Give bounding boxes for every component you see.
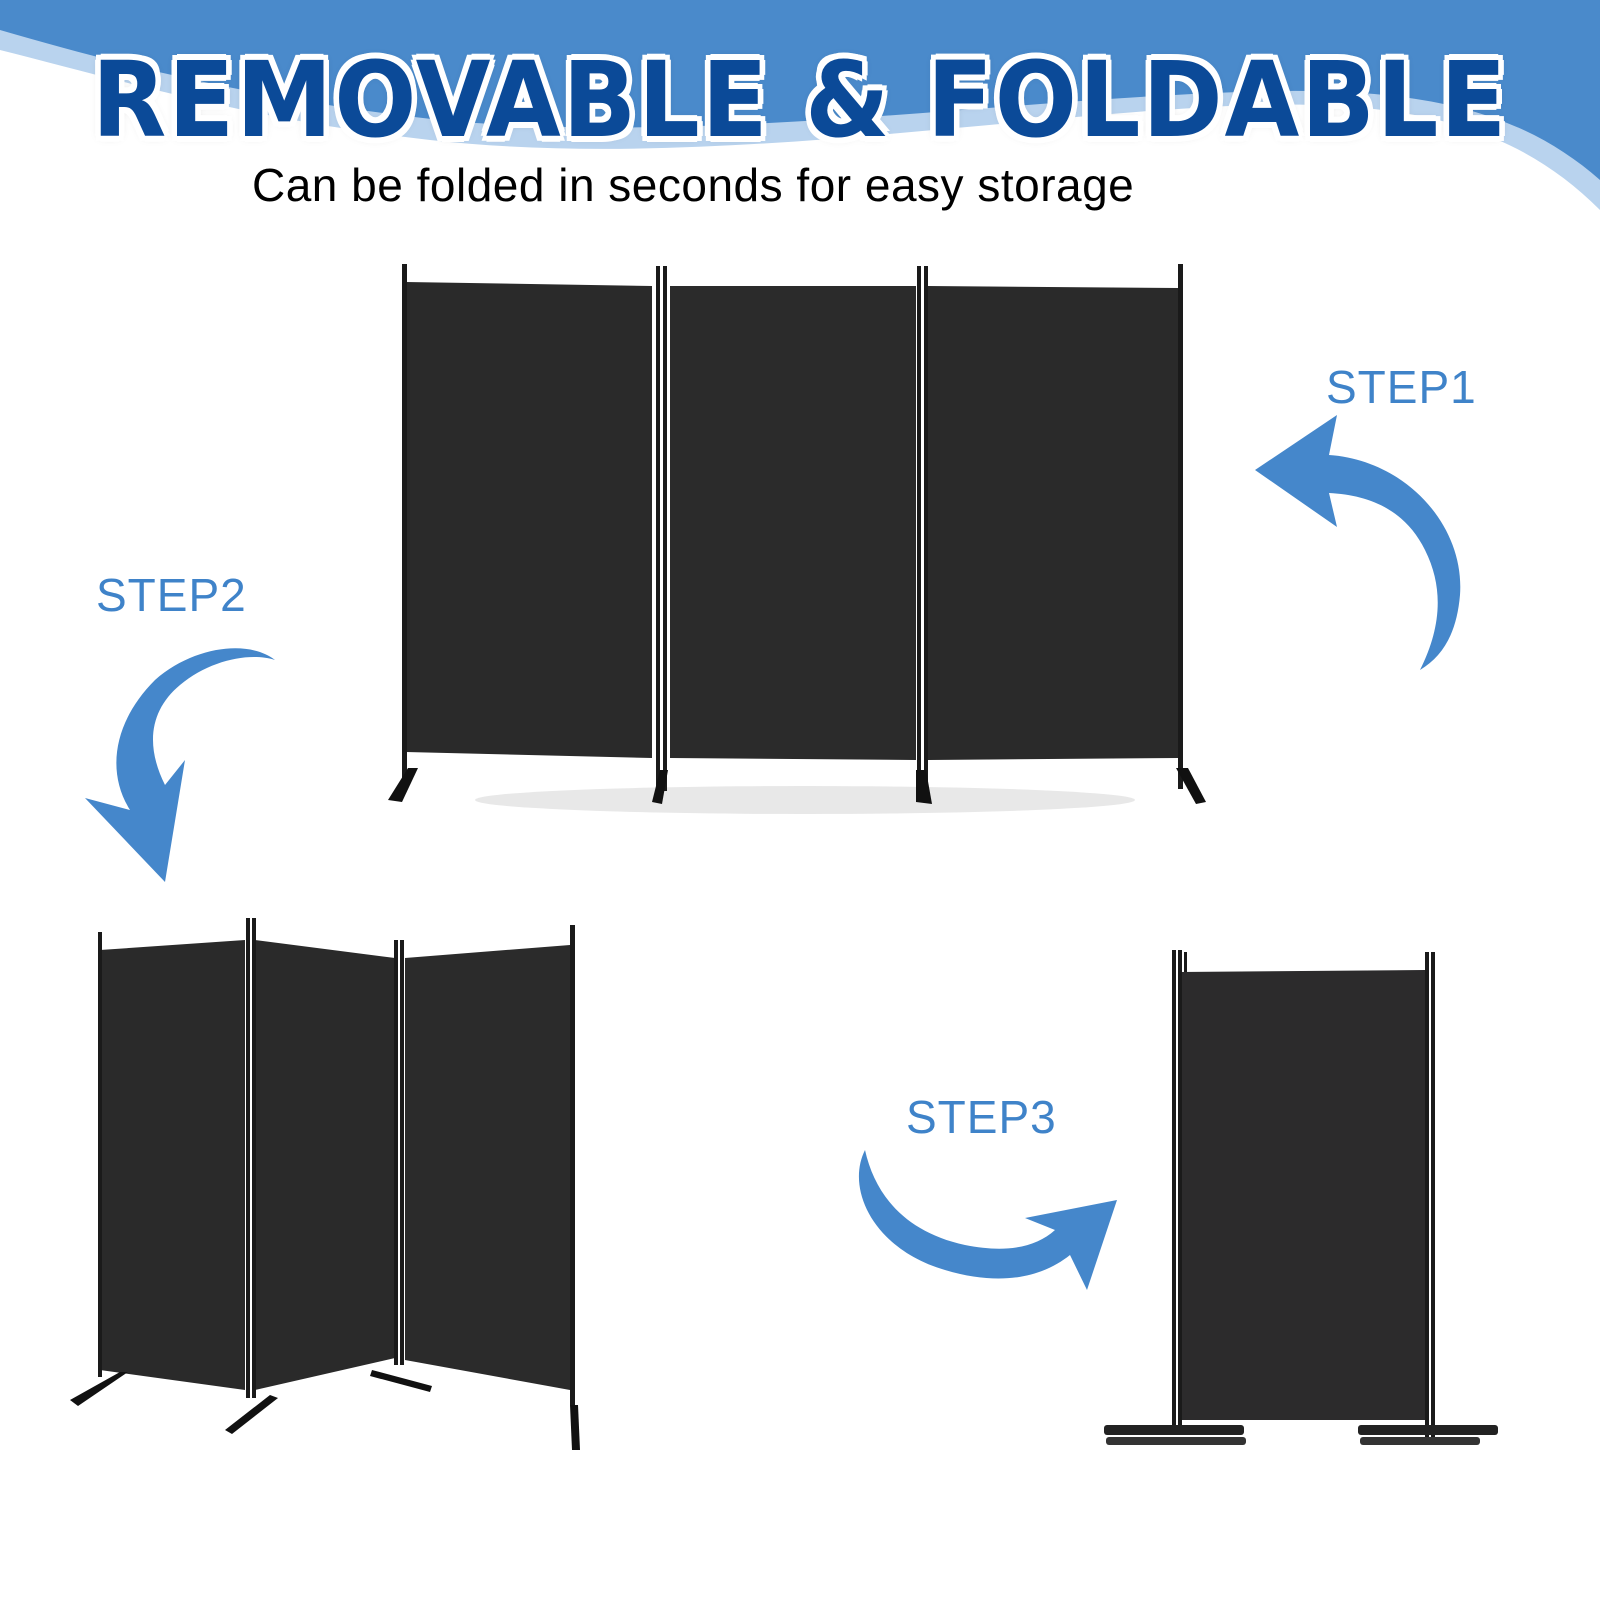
page-subtitle: Can be folded in seconds for easy storag… — [252, 159, 1135, 211]
curved-arrow-left-icon — [1255, 415, 1461, 670]
curved-arrow-right-icon — [858, 1150, 1117, 1290]
divider-unfolded-image — [388, 264, 1206, 814]
curved-arrow-down-icon — [85, 648, 275, 882]
divider-fully-folded-image — [1104, 950, 1498, 1445]
page-title: REMOVABLE & FOLDABLE — [91, 39, 1509, 161]
step2-label: STEP2 — [96, 569, 247, 621]
header-banner-background — [0, 0, 1600, 210]
step3-label: STEP3 — [906, 1091, 1057, 1143]
divider-partially-folded-image — [70, 918, 580, 1450]
step1-label: STEP1 — [1326, 361, 1477, 413]
